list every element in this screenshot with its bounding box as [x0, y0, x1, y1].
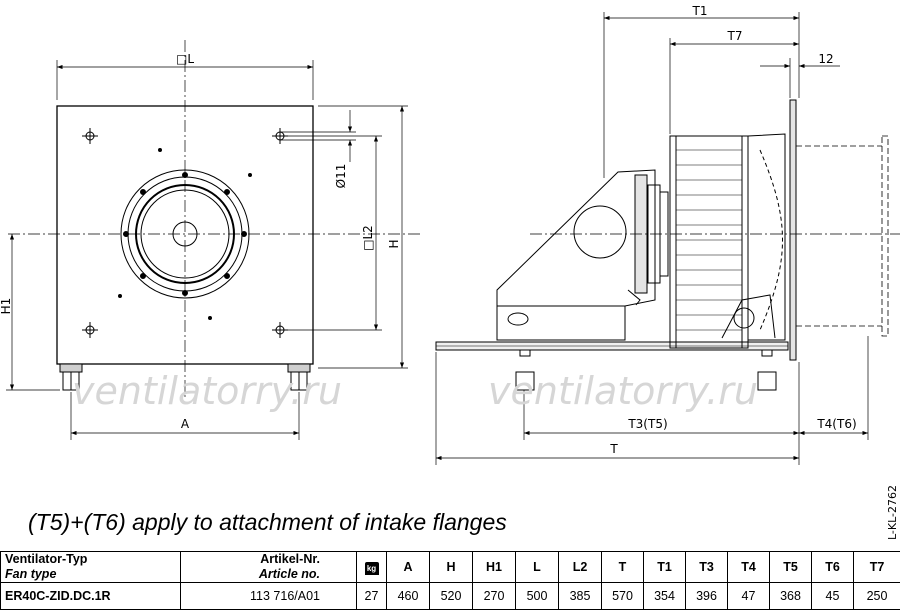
front-plate — [789, 99, 797, 361]
foot-front — [515, 371, 535, 391]
dim-label-12: 12 — [818, 52, 833, 66]
motor-support-base — [496, 305, 626, 341]
header-col: A — [386, 551, 430, 583]
motor-support — [496, 169, 656, 307]
watermark-left: ventilatorry.ru — [72, 369, 342, 413]
dim-label-H1: H1 — [0, 298, 13, 315]
header-col: T7 — [853, 551, 900, 583]
cell-value: 385 — [558, 582, 602, 610]
header-col: L2 — [558, 551, 602, 583]
header-weight: kg — [356, 551, 387, 583]
side-view — [435, 12, 900, 465]
cell-value: 500 — [515, 582, 559, 610]
header-article: Artikel-Nr. Article no. — [180, 551, 357, 583]
weight-icon: kg — [364, 561, 379, 575]
header-type-en: Fan type — [5, 567, 57, 581]
header-col: H1 — [472, 551, 516, 583]
technical-drawing: □L H □L2 Ø11 H1 A — [0, 4, 900, 540]
cell-value: 270 — [472, 582, 516, 610]
cell-article: 113 716/A01 — [180, 582, 357, 610]
header-type-de: Ventilator-Typ — [5, 552, 88, 566]
cell-value: 520 — [429, 582, 473, 610]
dim-label-d11: Ø11 — [334, 164, 348, 189]
table-row: ER40C-ZID.DC.1R 113 716/A01 27 460 520 2… — [0, 582, 900, 610]
dim-label-T7: T7 — [727, 29, 743, 43]
header-col: T3 — [685, 551, 728, 583]
header-col: T — [601, 551, 644, 583]
cell-value: 250 — [853, 582, 900, 610]
mounting-holes — [82, 128, 288, 338]
header-col: L — [515, 551, 559, 583]
front-view-labels: □L H □L2 Ø11 H1 A — [0, 52, 401, 431]
header-article-en: Article no. — [258, 567, 320, 581]
dim-label-T3T5: T3(T5) — [627, 417, 667, 431]
dim-label-T1: T1 — [692, 4, 708, 18]
dim-label-L2: □L2 — [361, 225, 375, 251]
motor-hole — [573, 205, 627, 259]
header-col: H — [429, 551, 473, 583]
front-view — [6, 40, 420, 440]
cell-fan-type: ER40C-ZID.DC.1R — [0, 582, 181, 610]
cell-value: 368 — [769, 582, 812, 610]
header-col: T6 — [811, 551, 854, 583]
impeller — [669, 135, 749, 349]
dim-label-H: H — [387, 239, 401, 248]
header-col: T5 — [769, 551, 812, 583]
header-col: T4 — [727, 551, 770, 583]
flange-note: (T5)+(T6) apply to attachment of intake … — [28, 509, 507, 535]
dim-label-T: T — [609, 442, 618, 456]
cell-value: 47 — [727, 582, 770, 610]
cell-value: 354 — [643, 582, 686, 610]
header-fan-type: Ventilator-Typ Fan type — [0, 551, 181, 583]
foot-rear — [757, 371, 777, 391]
watermark-right: ventilatorry.ru — [488, 369, 758, 413]
table-header-row: Ventilator-Typ Fan type Artikel-Nr. Arti… — [0, 551, 900, 583]
intake-flange — [796, 145, 882, 327]
header-article-de: Artikel-Nr. — [260, 552, 320, 566]
dim-label-T4T6: T4(T6) — [816, 417, 856, 431]
inlet-cone — [747, 133, 786, 341]
cell-value: 460 — [386, 582, 430, 610]
spec-table: Ventilator-Typ Fan type Artikel-Nr. Arti… — [0, 551, 900, 610]
dim-label-L: □L — [176, 52, 194, 66]
cell-value: 45 — [811, 582, 854, 610]
header-col: T1 — [643, 551, 686, 583]
cell-weight: 27 — [356, 582, 387, 610]
dim-label-A: A — [181, 417, 190, 431]
cell-value: 396 — [685, 582, 728, 610]
reference-code: L-KL-2762 — [886, 485, 899, 540]
cell-value: 570 — [601, 582, 644, 610]
side-view-labels: T1 T7 12 T3(T5) T4(T6) T — [609, 4, 856, 456]
